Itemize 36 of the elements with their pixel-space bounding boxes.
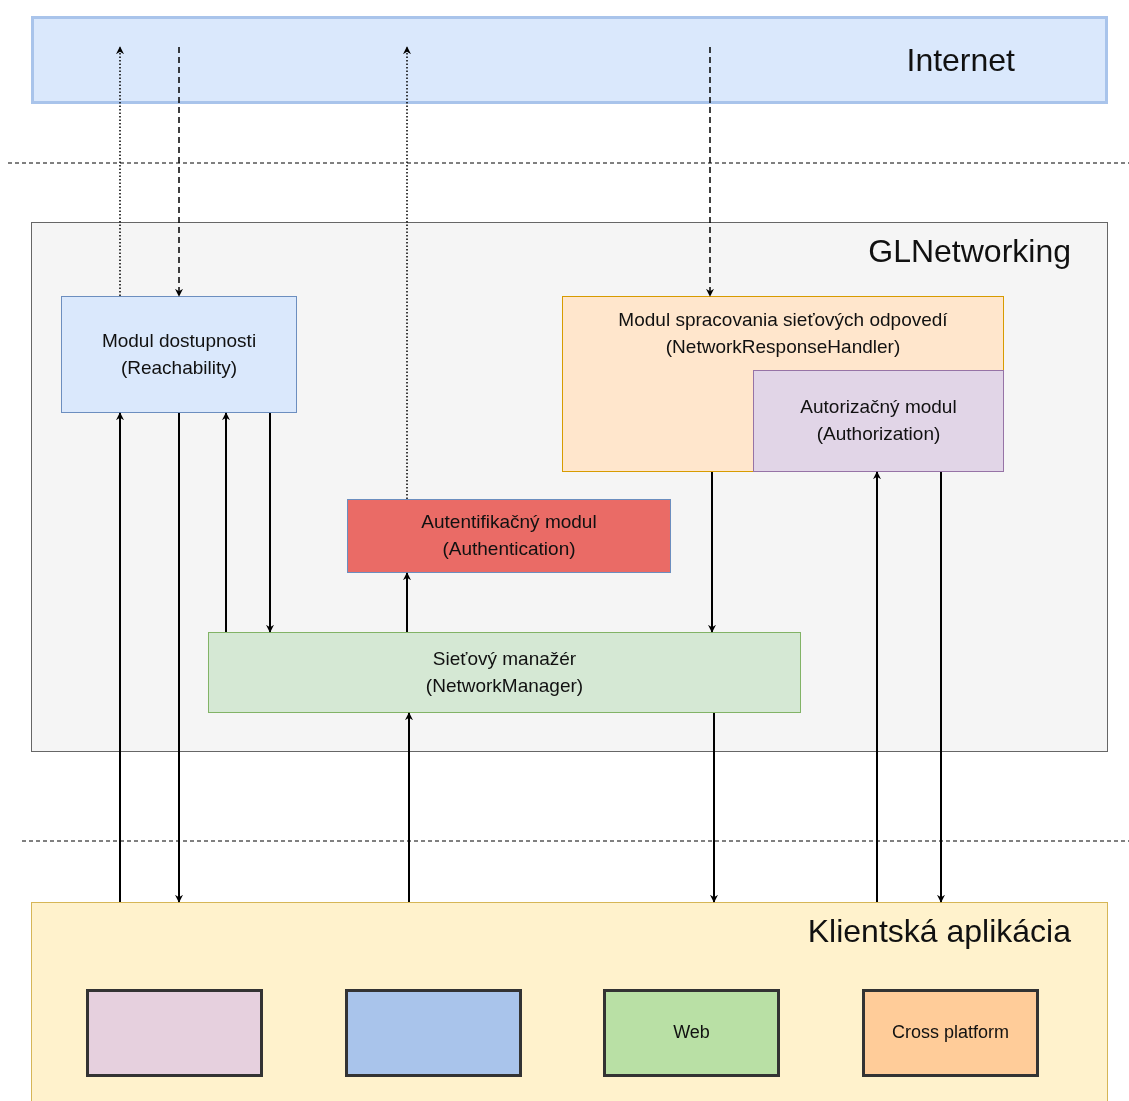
- module-box: [61, 296, 297, 413]
- arrow: [266, 412, 274, 633]
- platform-box: [86, 989, 263, 1077]
- arrow: [708, 471, 716, 633]
- arrow: [710, 712, 718, 903]
- arrow: [403, 46, 411, 500]
- arrow: [222, 412, 230, 633]
- module-box: [208, 632, 801, 713]
- group-title: Internet: [906, 40, 1015, 80]
- module-label: Autentifikačný modul (Authentication): [420, 510, 598, 561]
- module-label: Sieťový manažér (NetworkManager): [424, 646, 585, 698]
- arrow: [405, 712, 413, 903]
- group-container: [31, 222, 1108, 752]
- group-title: Klientská aplikácia: [807, 912, 1071, 951]
- module-box: [347, 499, 671, 573]
- arrow: [175, 46, 183, 297]
- arrow: [873, 471, 881, 903]
- group-container: [31, 902, 1108, 1101]
- arrow: [937, 471, 945, 903]
- group-title: GLNetworking: [868, 232, 1071, 271]
- arrow: [403, 572, 411, 633]
- arrow: [706, 46, 714, 297]
- network-band: [31, 16, 1108, 104]
- module-label: Cross platform: [892, 1021, 1009, 1045]
- module-label: Modul spracovania sieťových odpovedí (NetworkResponseHandler): [617, 308, 949, 359]
- arrow: [116, 46, 124, 297]
- platform-box: [862, 989, 1039, 1077]
- platform-box: [603, 989, 780, 1077]
- module-label: Autorizačný modul (Authorization): [799, 395, 958, 446]
- arrow: [175, 412, 183, 903]
- platform-box: [345, 989, 522, 1077]
- module-box: [753, 370, 1004, 472]
- module-label: Web: [673, 1021, 710, 1045]
- module-box: [562, 296, 1004, 472]
- module-label: Modul dostupnosti (Reachability): [100, 328, 258, 380]
- arrow: [116, 412, 124, 903]
